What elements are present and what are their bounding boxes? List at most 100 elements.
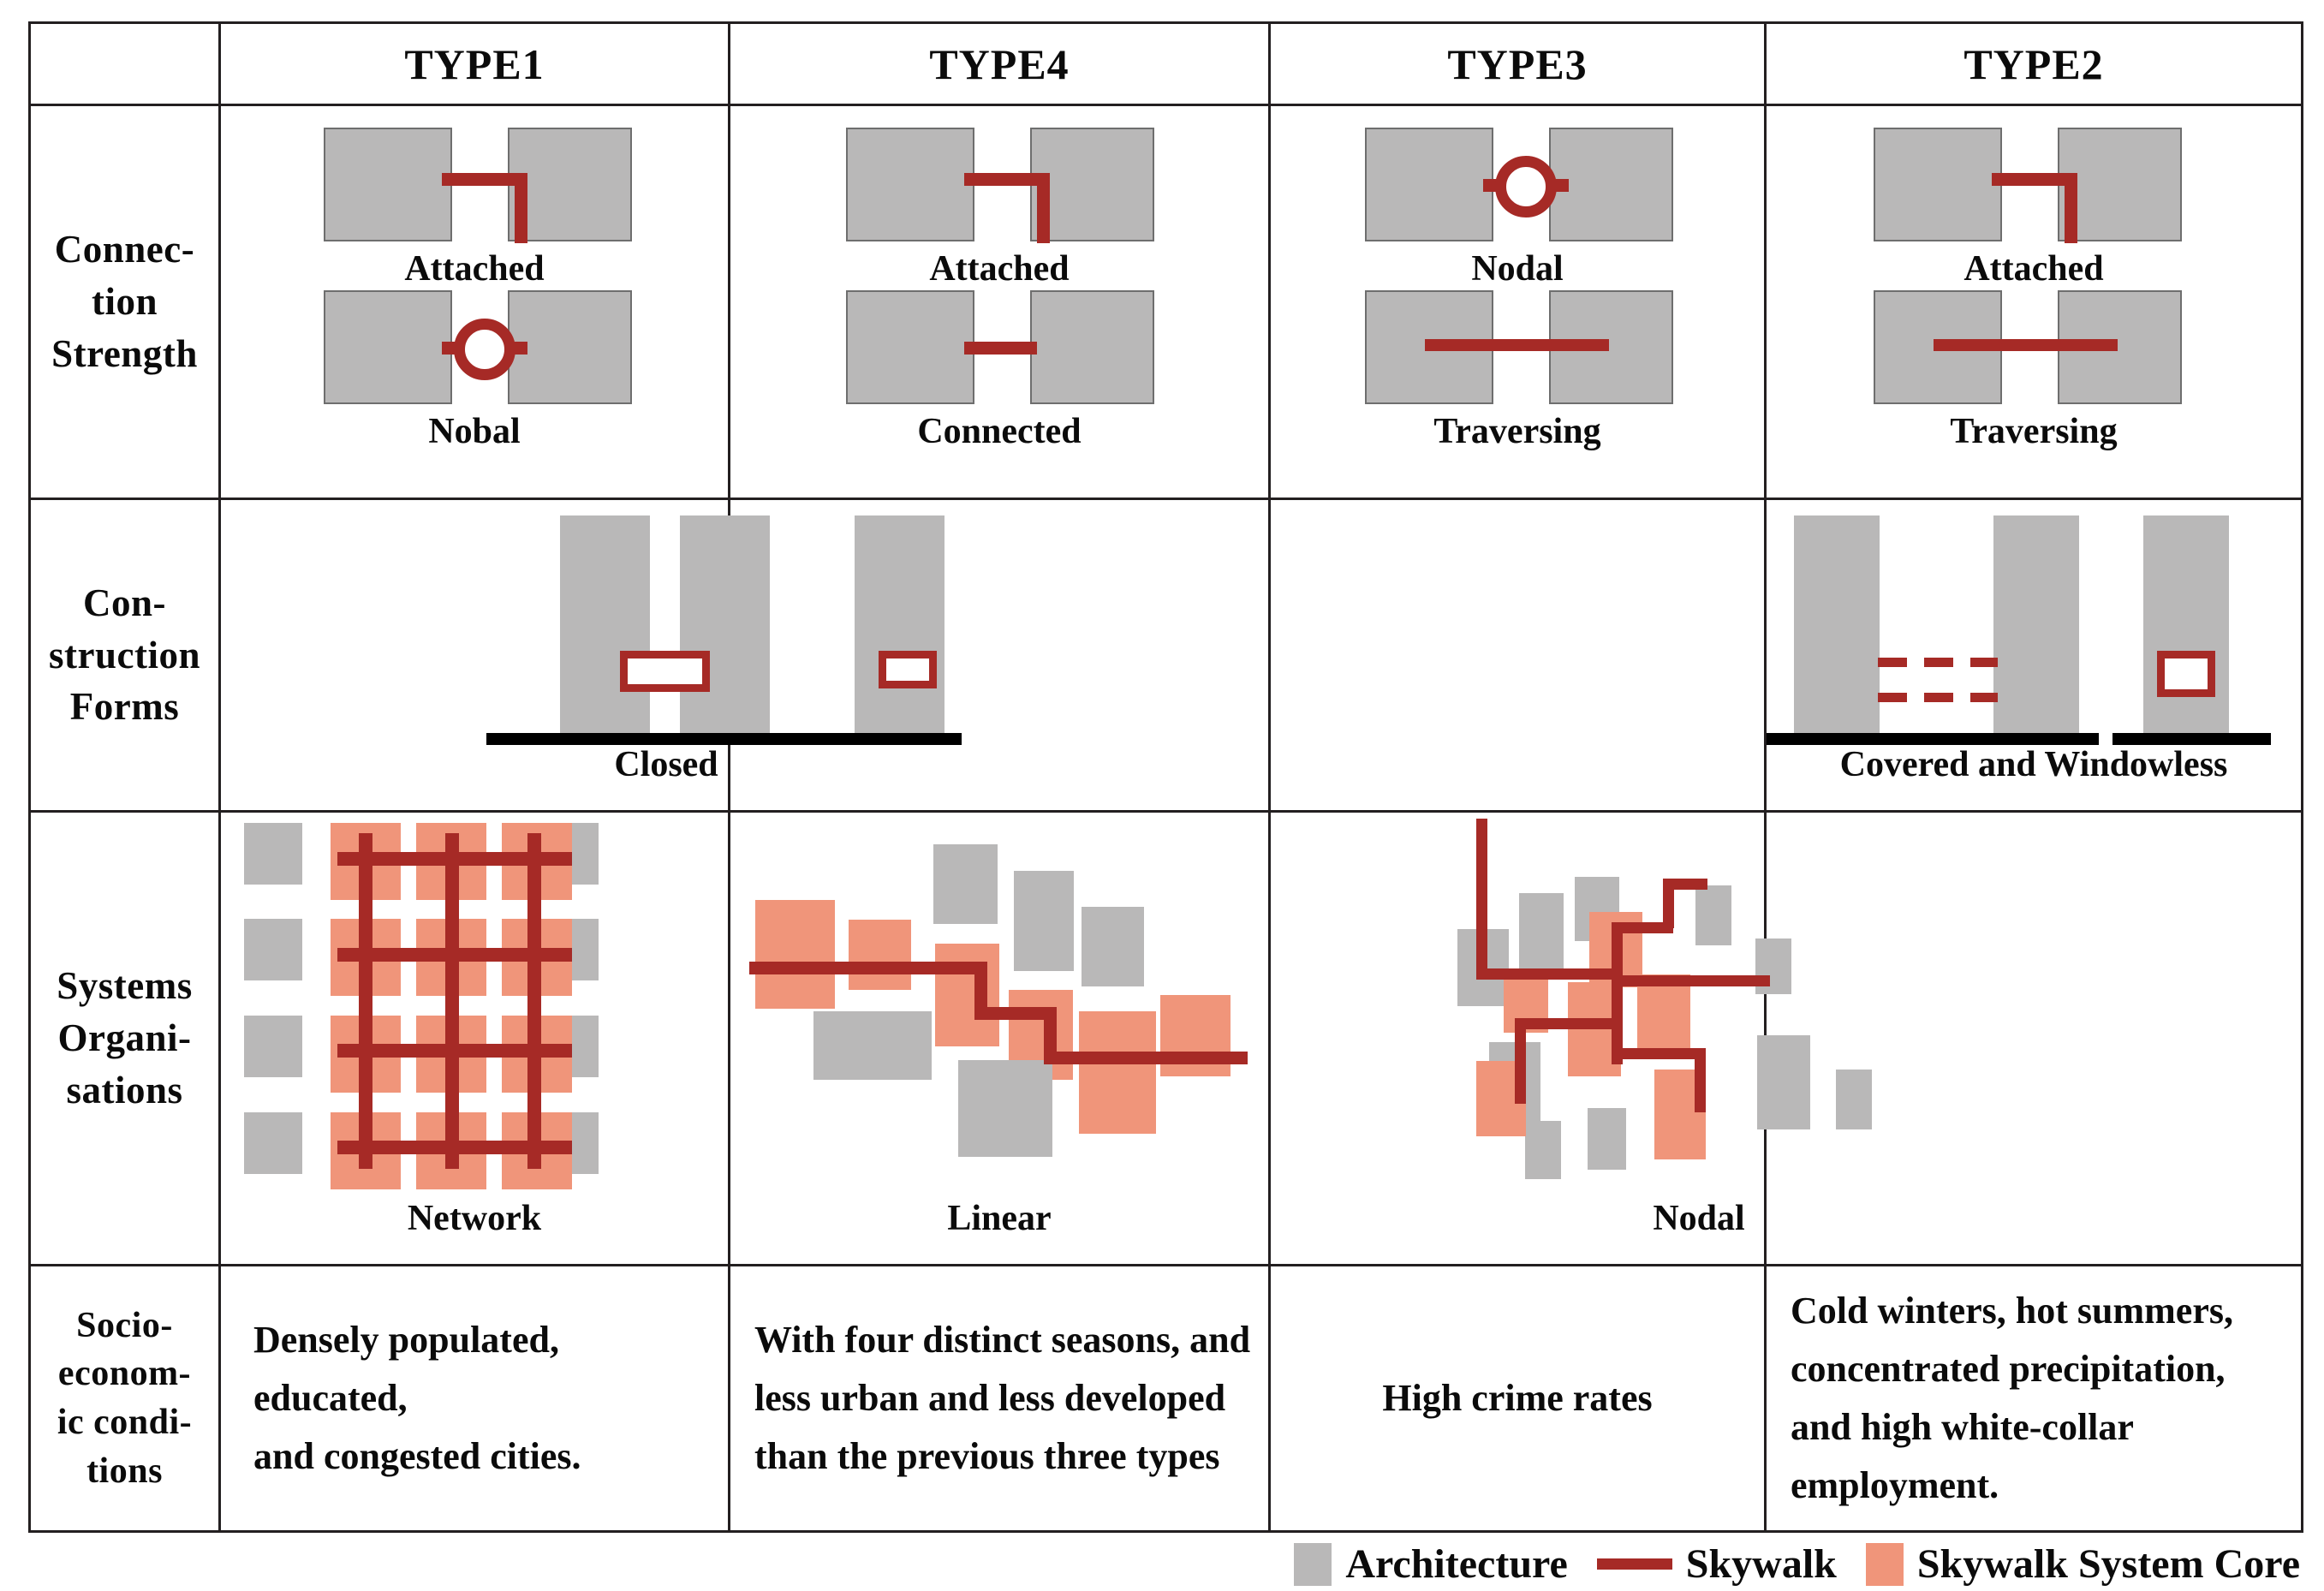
legend-label-skywalk-system-core: Skywalk System Core bbox=[1916, 1541, 2300, 1587]
skywalk-horizontal bbox=[1612, 975, 1770, 986]
skywalk-horizontal bbox=[1612, 922, 1673, 933]
row-label-construction-forms: Con- struction Forms bbox=[49, 581, 200, 729]
skywalk-bridge-dashed-top bbox=[1878, 658, 1998, 667]
connection-type1-bottom-caption: Nobal bbox=[428, 412, 521, 451]
architecture-tower bbox=[855, 515, 944, 738]
skywalk-vertical bbox=[359, 833, 372, 1169]
construction-covered-group: Covered and Windowless bbox=[1767, 500, 2301, 810]
systems-linear-cell: Linear bbox=[730, 813, 1268, 1264]
skywalk-vertical bbox=[974, 962, 987, 1011]
skywalk-segment bbox=[2065, 173, 2077, 243]
architecture-tower bbox=[2143, 515, 2229, 738]
skywalk-vertical bbox=[527, 833, 541, 1169]
skywalk-traversing-line bbox=[1425, 339, 1609, 351]
skywalk-bridge-outline bbox=[879, 651, 937, 688]
architecture-block bbox=[324, 290, 452, 404]
column-divider-3 bbox=[1268, 24, 1271, 1530]
architecture-block bbox=[2058, 128, 2182, 241]
ground-line bbox=[486, 733, 846, 745]
types-comparison-table: TYPE1 TYPE4 TYPE3 TYPE2 Connec- tion Str… bbox=[28, 21, 2303, 1533]
legend-item-architecture: Architecture bbox=[1294, 1540, 1568, 1588]
skywalk-segment bbox=[1992, 173, 2077, 186]
legend-label-architecture: Architecture bbox=[1345, 1541, 1568, 1587]
socio-type3-text: High crime rates bbox=[1382, 1376, 1653, 1419]
architecture-swatch-icon bbox=[1294, 1542, 1332, 1586]
systems-linear-caption: Linear bbox=[947, 1199, 1052, 1238]
row-divider-header bbox=[31, 104, 2301, 106]
skywalk-vertical bbox=[1663, 879, 1674, 928]
column-header-type1: TYPE1 bbox=[221, 24, 728, 104]
row-label-systems-organisations: Systems Organi- sations bbox=[57, 964, 193, 1111]
row-divider-construction bbox=[31, 810, 2301, 813]
architecture-block bbox=[1757, 1035, 1810, 1129]
skywalk-system-core-block bbox=[935, 944, 999, 1046]
skywalk-system-core-block bbox=[1637, 974, 1690, 1056]
socio-type3-cell: High crime rates bbox=[1271, 1266, 1764, 1530]
connection-type4-top-caption: Attached bbox=[929, 249, 1070, 289]
skywalk-bridge-open-outline bbox=[2157, 656, 2215, 697]
row-label-connection-strength: Connec- tion Strength bbox=[51, 228, 198, 375]
skywalk-vertical bbox=[1476, 819, 1487, 978]
skywalk-segment bbox=[964, 342, 1037, 355]
legend-item-skywalk-system-core: Skywalk System Core bbox=[1865, 1540, 2300, 1588]
skywalk-vertical bbox=[1515, 1018, 1526, 1104]
architecture-block bbox=[933, 844, 998, 924]
skywalk-horizontal bbox=[749, 962, 987, 974]
column-header-type3: TYPE3 bbox=[1271, 24, 1764, 104]
skywalk-segment bbox=[1037, 173, 1050, 243]
skywalk-line-icon bbox=[1596, 1558, 1672, 1570]
column-header-type3-label: TYPE3 bbox=[1447, 39, 1588, 88]
connection-type4-cell: Attached Connected bbox=[730, 106, 1268, 498]
connection-type4-bottom-caption: Connected bbox=[917, 412, 1082, 451]
construction-closed-caption: Closed bbox=[614, 745, 718, 784]
skywalk-horizontal bbox=[1663, 879, 1707, 890]
skywalk-system-core-swatch-icon bbox=[1865, 1542, 1904, 1586]
column-header-type2: TYPE2 bbox=[1767, 24, 2301, 104]
socio-type4-text: With four distinct seasons, and less urb… bbox=[754, 1318, 1251, 1478]
skywalk-traversing-line bbox=[1934, 339, 2118, 351]
architecture-block bbox=[1519, 893, 1564, 968]
architecture-block bbox=[508, 128, 632, 241]
architecture-block bbox=[813, 1011, 932, 1080]
ground-line bbox=[837, 733, 962, 745]
skywalk-system-core-block bbox=[755, 900, 835, 1009]
connection-type2-bottom-caption: Traversing bbox=[1950, 412, 2118, 451]
skywalk-bridge-open-top bbox=[2157, 651, 2215, 658]
row-label-socio-economic-conditions: Socio- econom- ic condi- tions bbox=[57, 1305, 193, 1491]
architecture-tower bbox=[560, 515, 650, 738]
skywalk-horizontal bbox=[1476, 968, 1622, 980]
architecture-block bbox=[1082, 907, 1144, 986]
architecture-block bbox=[244, 823, 302, 885]
skywalk-node-ring bbox=[454, 319, 515, 380]
skywalk-bridge-dashed-bottom bbox=[1878, 693, 1998, 702]
column-header-type4-label: TYPE4 bbox=[929, 39, 1070, 88]
architecture-block bbox=[244, 1112, 302, 1174]
architecture-block bbox=[1836, 1070, 1872, 1129]
column-divider-1 bbox=[218, 24, 221, 1530]
skywalk-horizontal bbox=[1612, 1048, 1706, 1059]
skywalk-segment bbox=[964, 173, 1050, 186]
row-divider-connection bbox=[31, 498, 2301, 500]
connection-type2-top-caption: Attached bbox=[1963, 249, 2104, 289]
column-header-type1-label: TYPE1 bbox=[404, 39, 545, 88]
systems-nodal-caption: Nodal bbox=[1653, 1199, 1745, 1238]
architecture-tower bbox=[1794, 515, 1880, 738]
architecture-block bbox=[1874, 128, 2002, 241]
socio-type1-cell: Densely populated, educated, and congest… bbox=[221, 1266, 728, 1530]
connection-type1-top-caption: Attached bbox=[404, 249, 545, 289]
skywalk-segment bbox=[515, 173, 527, 243]
skywalk-horizontal bbox=[974, 1007, 1057, 1020]
skywalk-system-core-block bbox=[849, 920, 911, 990]
architecture-block bbox=[1525, 1121, 1561, 1179]
skywalk-vertical bbox=[1044, 1007, 1057, 1056]
ground-line bbox=[2112, 733, 2271, 745]
skywalk-segment bbox=[442, 173, 527, 186]
architecture-block bbox=[958, 1060, 1052, 1157]
skywalk-horizontal bbox=[1044, 1052, 1248, 1064]
ground-line bbox=[1767, 733, 2099, 745]
socio-type2-cell: Cold winters, hot summers, concentrated … bbox=[1767, 1266, 2301, 1530]
architecture-block bbox=[244, 1016, 302, 1077]
connection-type2-cell: Attached Traversing bbox=[1767, 106, 2301, 498]
architecture-block bbox=[846, 128, 974, 241]
